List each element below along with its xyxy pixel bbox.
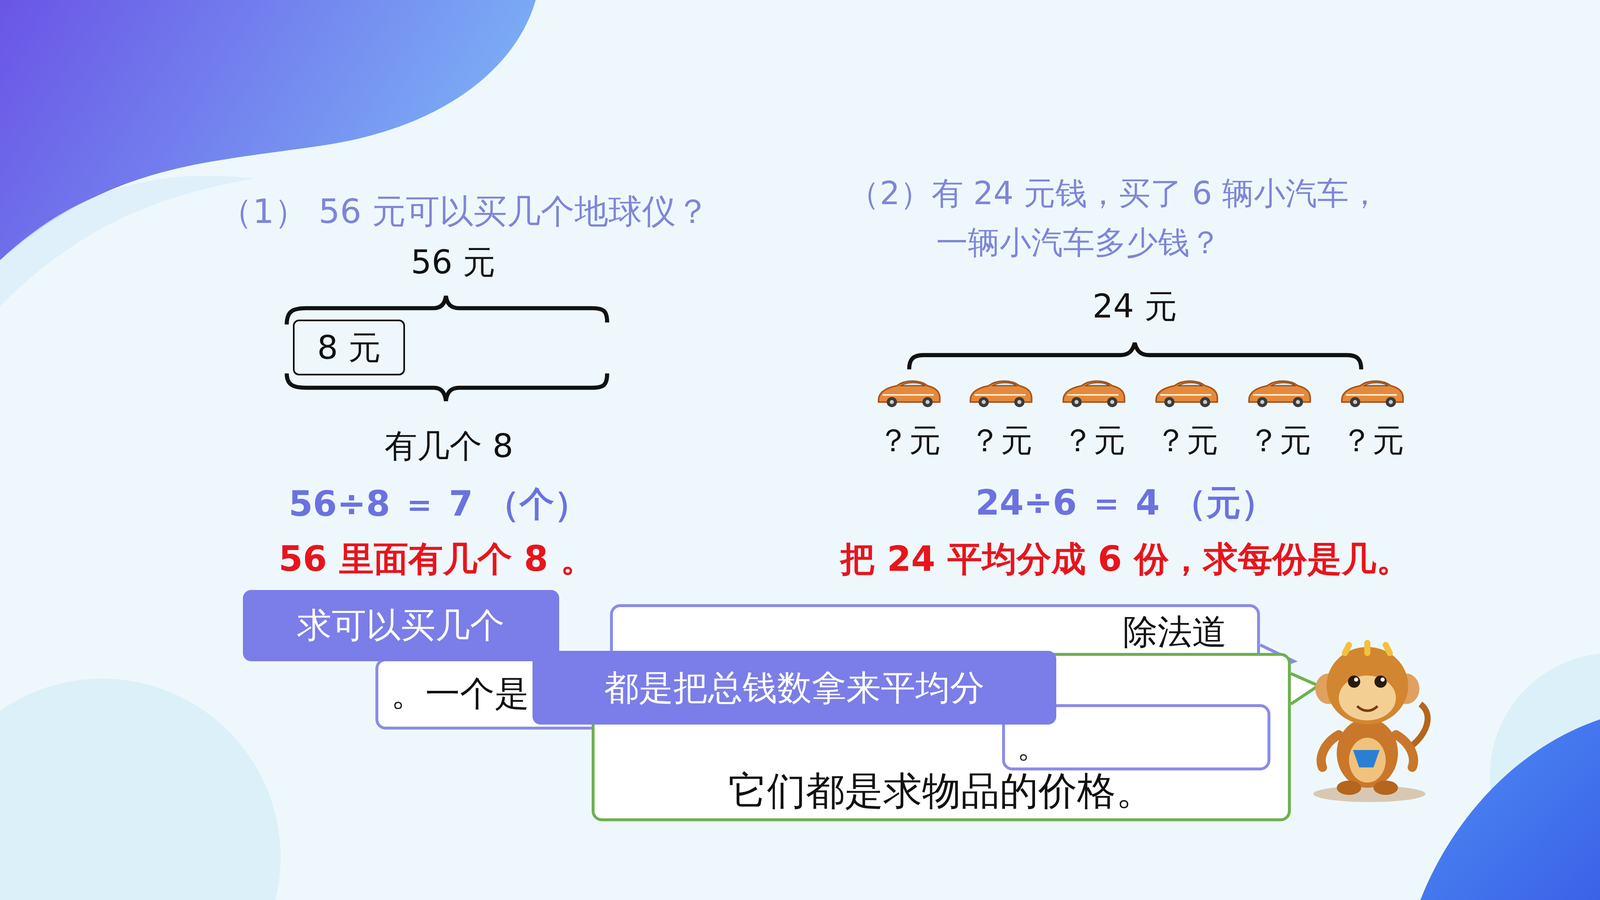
car-icon bbox=[1249, 381, 1311, 408]
slide-text: （1） 56 元可以买几个地球仪？ bbox=[218, 190, 710, 232]
callout-text: 它们都是求物品的价格。 bbox=[728, 767, 1155, 815]
car-icon bbox=[1063, 381, 1125, 408]
slide-text: ？元 bbox=[877, 421, 941, 460]
total-brace bbox=[909, 342, 1362, 370]
unit-box: 8 元 bbox=[292, 319, 405, 376]
callout-bubble: 都是把总钱数拿来平均分 bbox=[532, 650, 1056, 725]
bottom-brace bbox=[286, 373, 608, 401]
callout-text: 。 bbox=[1017, 728, 1048, 766]
car-icon bbox=[878, 381, 940, 408]
slide-text: ？元 bbox=[1340, 421, 1405, 460]
corner-band bbox=[0, 175, 255, 307]
slide-text: ？元 bbox=[1062, 421, 1126, 460]
corner-blob bbox=[1420, 719, 1600, 900]
slide-text: 56 元 bbox=[410, 242, 496, 282]
slide-text: 24÷6 ＝ 4 （元） bbox=[975, 482, 1276, 524]
callout-text: 都是把总钱数拿来平均分 bbox=[604, 667, 985, 709]
car-icon bbox=[1156, 381, 1218, 408]
slide-text: 把 24 平均分成 6 份，求每份是几。 bbox=[840, 538, 1411, 580]
callout-text: 8 元 bbox=[317, 327, 381, 368]
slide-text: ？元 bbox=[1247, 421, 1312, 460]
callout-tail bbox=[1290, 673, 1319, 704]
callout-bubble: 求可以买几个 bbox=[242, 590, 560, 662]
slide-text: 56 里面有几个 8 。 bbox=[278, 538, 595, 580]
car-icon bbox=[970, 381, 1032, 408]
slide-text: 一辆小汽车多少钱？ bbox=[936, 223, 1222, 262]
callout-text: 。一个是 bbox=[390, 672, 530, 715]
slide-text: ？元 bbox=[1155, 421, 1219, 460]
corner-circle bbox=[0, 678, 281, 900]
slide-text: 56÷8 ＝ 7 （个） bbox=[288, 483, 589, 525]
callout-text: 求可以买几个 bbox=[297, 604, 505, 647]
slide-text: （2）有 24 元钱，买了 6 辆小汽车， bbox=[847, 175, 1381, 213]
monkey-mascot bbox=[1313, 642, 1428, 803]
slide-text: ？元 bbox=[969, 421, 1033, 460]
callout-text: 除法道 bbox=[1122, 611, 1227, 653]
slide-text: 有几个 8 bbox=[384, 426, 514, 466]
slide-text: 24 元 bbox=[1092, 286, 1178, 326]
car-icon bbox=[1341, 381, 1403, 408]
